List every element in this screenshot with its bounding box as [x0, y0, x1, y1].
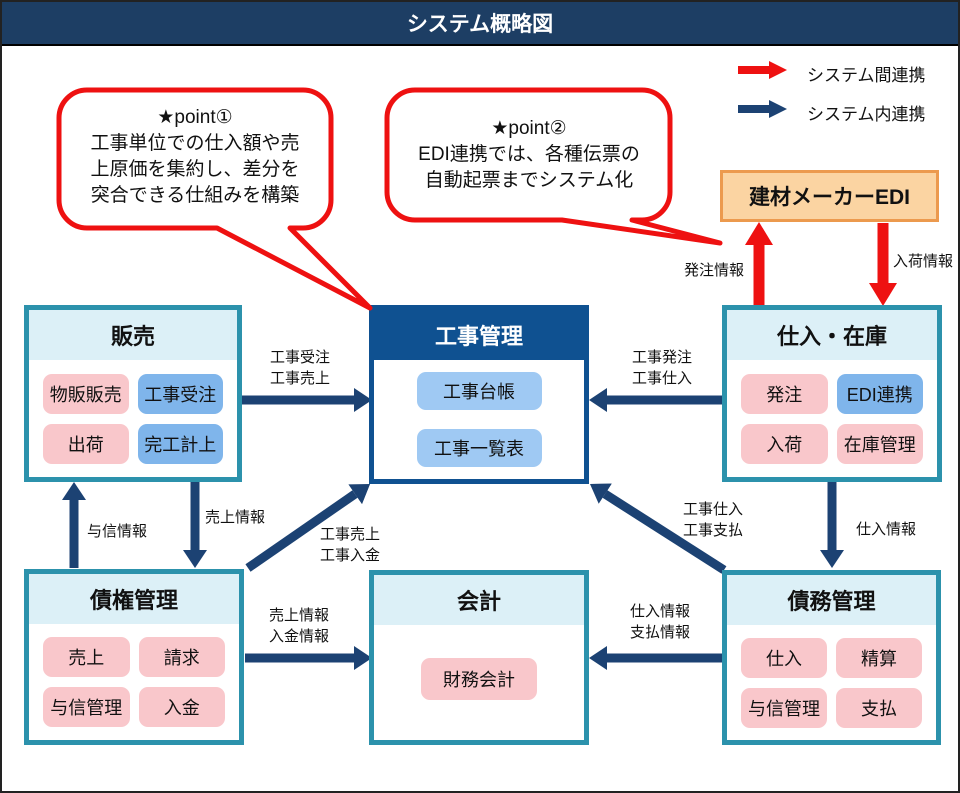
edi-box: 建材メーカーEDI [720, 170, 939, 222]
box-accounting-body: 財務会計 [374, 625, 584, 740]
arrow-payable-to-construction [590, 483, 727, 574]
arrow-receivable-to-accounting [245, 646, 372, 670]
chip-adjustment: 精算 [836, 637, 922, 678]
chip-edi-link: EDI連携 [836, 373, 923, 414]
label-receivable-to-accounting: 売上情報 入金情報 [269, 607, 330, 645]
chip-construction-ledger: 工事台帳 [416, 372, 542, 410]
chip-arrival: 入荷 [741, 423, 828, 464]
chip-completion-posting: 完工計上 [137, 423, 223, 464]
chip-payment: 支払 [836, 687, 922, 728]
edi-box-label: 建材メーカーEDI [748, 186, 910, 209]
page-title: システム概略図 [406, 13, 554, 36]
chip-purchase: 仕入 [741, 637, 827, 678]
chip-inventory-management: 在庫管理 [836, 423, 923, 464]
callout-point2-text: ★point② EDI連携では、各種伝票の 自動起票までシステム化 [418, 118, 640, 191]
box-accounting-title: 会計 [374, 575, 584, 625]
chip-sales: 売上 [43, 637, 130, 677]
box-accounting: 会計 財務会計 [369, 570, 589, 745]
arrow-purchase-to-edi [745, 222, 773, 305]
box-payable-title: 債務管理 [727, 575, 936, 625]
chip-construction-list: 工事一覧表 [416, 429, 542, 467]
box-construction-body: 工事台帳 工事一覧表 [374, 360, 584, 479]
box-receivable-title: 債権管理 [29, 574, 239, 624]
label-order-info: 発注情報 [684, 262, 745, 279]
box-sales: 販売 物販販売 工事受注 出荷 完工計上 [24, 305, 242, 482]
label-payable-to-construction: 工事仕入 工事支払 [683, 501, 744, 539]
box-sales-title: 販売 [29, 310, 237, 360]
chip-billing: 請求 [138, 637, 225, 677]
arrow-sales-to-construction [242, 388, 372, 412]
chip-shipping: 出荷 [43, 423, 129, 464]
label-credit-info: 与信情報 [87, 523, 148, 540]
callout-point1-bubble [56, 87, 373, 311]
arrow-edi-to-purchase [869, 223, 897, 306]
box-construction: 工事管理 工事台帳 工事一覧表 [369, 305, 589, 484]
label-payable-to-accounting: 仕入情報 支払情報 [630, 603, 691, 641]
box-payable: 債務管理 仕入 精算 与信管理 支払 [722, 570, 941, 745]
box-receivable-body: 売上 請求 与信管理 入金 [29, 624, 239, 740]
box-construction-title: 工事管理 [374, 310, 584, 360]
box-purchase: 仕入・在庫 発注 EDI連携 入荷 在庫管理 [722, 305, 942, 482]
box-purchase-title: 仕入・在庫 [727, 310, 937, 360]
chip-credit-management-payable: 与信管理 [741, 687, 827, 728]
legend-intra-system-label: システム内連携 [807, 105, 926, 124]
box-purchase-body: 発注 EDI連携 入荷 在庫管理 [727, 360, 937, 477]
arrow-receivable-to-sales [62, 482, 86, 568]
title-bar: システム概略図 [2, 2, 958, 46]
arrow-purchase-to-construction [589, 388, 722, 412]
arrow-payable-to-accounting [589, 646, 722, 670]
callout-point2-bubble [384, 87, 723, 246]
chip-deposit: 入金 [138, 687, 225, 727]
legend-inter-system-label: システム間連携 [807, 66, 926, 85]
callout-point1-text: ★point① 工事単位での仕入額や売 上原価を集約し、差分を 突合できる仕組み… [90, 107, 300, 206]
legend-intra-system-arrow-icon [738, 100, 787, 118]
arrow-receivable-to-construction [245, 484, 370, 572]
label-sales-to-construction: 工事受注 工事売上 [270, 349, 331, 387]
box-payable-body: 仕入 精算 与信管理 支払 [727, 625, 936, 740]
label-receivable-to-construction: 工事売上 工事入金 [320, 526, 381, 564]
legend-inter-system-arrow-icon [738, 61, 787, 79]
label-sales-info: 売上情報 [205, 509, 266, 526]
chip-credit-management: 与信管理 [43, 687, 130, 727]
chip-product-sales: 物販販売 [43, 373, 129, 414]
label-purchase-to-construction: 工事発注 工事仕入 [632, 349, 693, 387]
label-purchase-info: 仕入情報 [856, 521, 917, 538]
arrow-sales-to-receivable [183, 482, 207, 568]
box-receivable: 債権管理 売上 請求 与信管理 入金 [24, 569, 244, 745]
label-arrival-info: 入荷情報 [893, 253, 954, 270]
box-sales-body: 物販販売 工事受注 出荷 完工計上 [29, 360, 237, 477]
chip-financial-accounting: 財務会計 [421, 658, 537, 700]
chip-construction-order: 工事受注 [137, 373, 223, 414]
arrow-purchase-to-payable [820, 482, 844, 568]
chip-ordering: 発注 [741, 373, 828, 414]
